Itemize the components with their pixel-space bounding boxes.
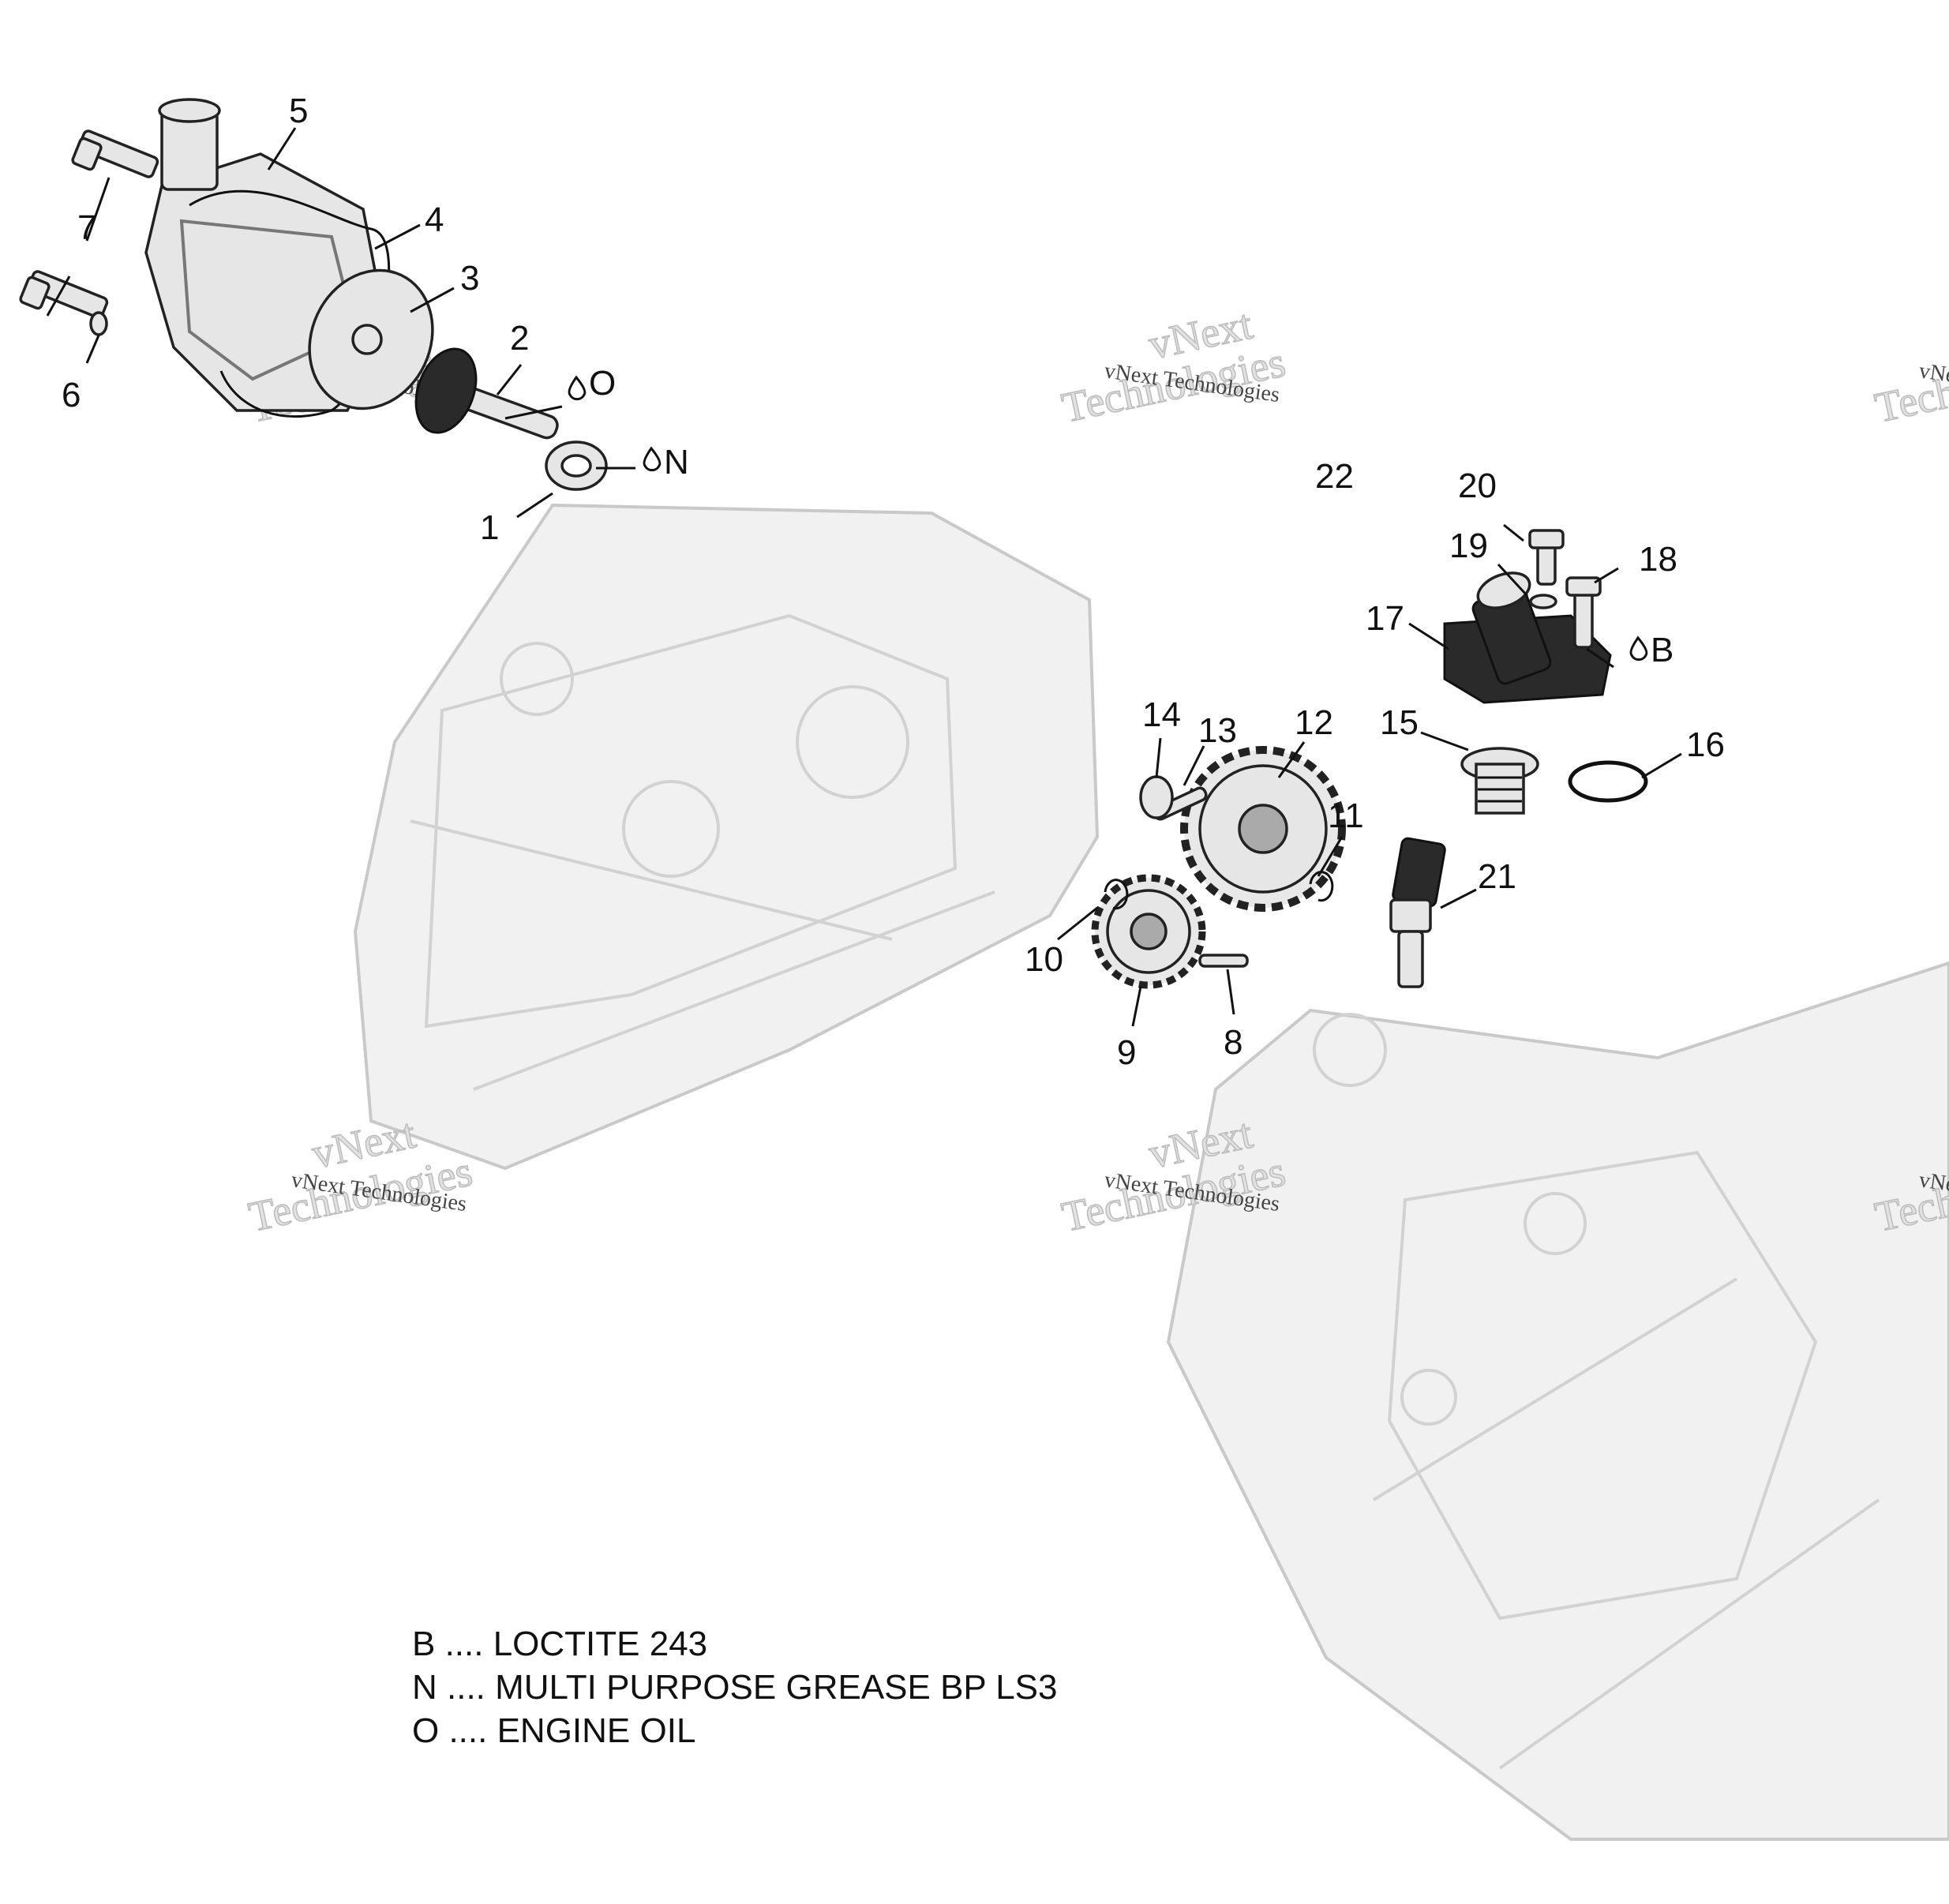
- cover-bolt-bottom: [19, 270, 109, 319]
- callout-6: 6: [62, 376, 81, 414]
- callout-17: 17: [1366, 599, 1404, 638]
- legend-line-n: N .... MULTI PURPOSE GREASE BP LS3: [412, 1668, 1058, 1707]
- callout-5: 5: [289, 92, 308, 130]
- bolt-18: [1565, 576, 1602, 649]
- callout-8: 8: [1224, 1023, 1242, 1062]
- callout-10: 10: [1025, 940, 1063, 979]
- callout-14: 14: [1142, 695, 1181, 734]
- engine-case-right-ghost: [1166, 961, 1949, 1841]
- callout-18: 18: [1639, 540, 1677, 579]
- callout-15: 15: [1380, 703, 1419, 742]
- gear-9: [1091, 874, 1206, 989]
- svg-text:B: B: [1651, 631, 1674, 669]
- washer-19: [1529, 594, 1557, 609]
- legend-line-o: O .... ENGINE OIL: [412, 1711, 696, 1750]
- callout-20: 20: [1458, 467, 1497, 505]
- callout-19: 19: [1449, 527, 1488, 565]
- legend-line-b: B .... LOCTITE 243: [412, 1625, 708, 1663]
- cover-bolt-top: [71, 129, 159, 178]
- callout-4: 4: [425, 201, 444, 239]
- callout-22: 22: [1315, 457, 1354, 496]
- svg-text:O: O: [589, 364, 616, 403]
- callout-11: 11: [1328, 796, 1364, 835]
- callout-13: 13: [1198, 711, 1237, 750]
- callout-9: 9: [1117, 1033, 1136, 1072]
- callout-7: 7: [77, 208, 96, 247]
- callout-12: 12: [1295, 703, 1333, 742]
- svg-text:N: N: [664, 443, 689, 482]
- o-ring-16: [1568, 760, 1648, 803]
- callout-2: 2: [510, 319, 529, 358]
- thermostat: [1460, 747, 1539, 815]
- bolt-20: [1528, 529, 1565, 586]
- circlip-10: [1104, 879, 1129, 910]
- mark-n: N: [643, 443, 689, 482]
- pin-8: [1198, 954, 1249, 968]
- pump-shaft: [414, 347, 559, 440]
- callout-numbers: 1 2 3 4 5 6 7 8 9 10 11 12 13 14 15 16 1…: [62, 92, 1725, 1072]
- watermark-5: Technologies vNext Technologies: [1870, 338, 1949, 433]
- o-ring-6: [89, 311, 108, 336]
- leader-lines: [46, 127, 1682, 1027]
- callout-16: 16: [1686, 725, 1725, 764]
- circlip-11: [1309, 871, 1334, 902]
- oil-drop-icon: [568, 375, 587, 401]
- thermostat-housing: [1443, 572, 1612, 704]
- gear-12: [1180, 746, 1346, 912]
- engine-case-left-ghost: [353, 503, 1100, 1171]
- watermark-2: vNext Technologies vNext Technologies: [1057, 300, 1290, 433]
- callout-3: 3: [460, 259, 479, 298]
- callout-21: 21: [1478, 857, 1516, 896]
- callout-1: 1: [480, 508, 499, 547]
- grease-drop-icon: [643, 446, 662, 472]
- threadlocker-drop-icon: [1629, 635, 1648, 662]
- mark-b: B: [1629, 631, 1674, 669]
- mark-o: O: [568, 364, 616, 403]
- temperature-sensor: [1389, 837, 1446, 988]
- impeller: [308, 268, 434, 410]
- shaft-seal: [545, 440, 608, 491]
- washer-14: [1139, 775, 1174, 819]
